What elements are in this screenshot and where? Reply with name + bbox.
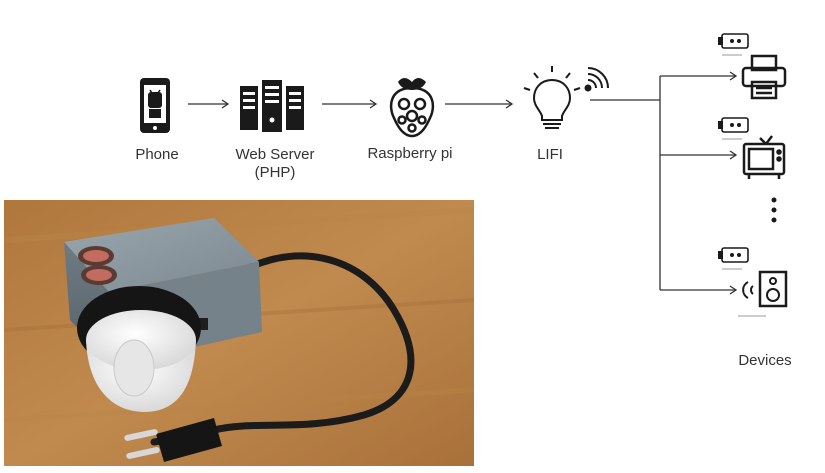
raspberry-pi-icon <box>389 78 435 138</box>
lightbulb-icon <box>523 66 581 129</box>
receiver-module-icon <box>718 247 749 270</box>
device-branch-lines <box>590 71 738 295</box>
phone-icon <box>140 78 170 133</box>
web-server-label-line1: Web Server <box>235 146 315 163</box>
receiver-module-icon <box>718 33 749 56</box>
web-server-label: Web Server (PHP) <box>215 146 335 182</box>
lifi-label: LIFI <box>537 146 563 163</box>
prototype-photo <box>4 200 474 466</box>
receiver-module-icon <box>718 117 749 140</box>
web-server-label-line2: (PHP) <box>254 164 296 181</box>
speaker-icon <box>738 270 788 317</box>
arrow-phone-to-server <box>188 99 230 109</box>
raspberry-pi-label: Raspberry pi <box>367 145 453 162</box>
phone-label: Phone <box>135 146 179 163</box>
wireless-signal-icon <box>584 67 609 92</box>
printer-icon <box>741 54 787 100</box>
tv-icon <box>742 135 786 179</box>
devices-label: Devices <box>738 352 792 369</box>
arrow-pi-to-lifi <box>445 99 514 109</box>
server-icon <box>240 80 304 132</box>
smart-plug-prototype-illustration <box>4 200 474 466</box>
arrow-server-to-pi <box>322 99 378 109</box>
vertical-ellipsis-icon <box>771 197 777 223</box>
